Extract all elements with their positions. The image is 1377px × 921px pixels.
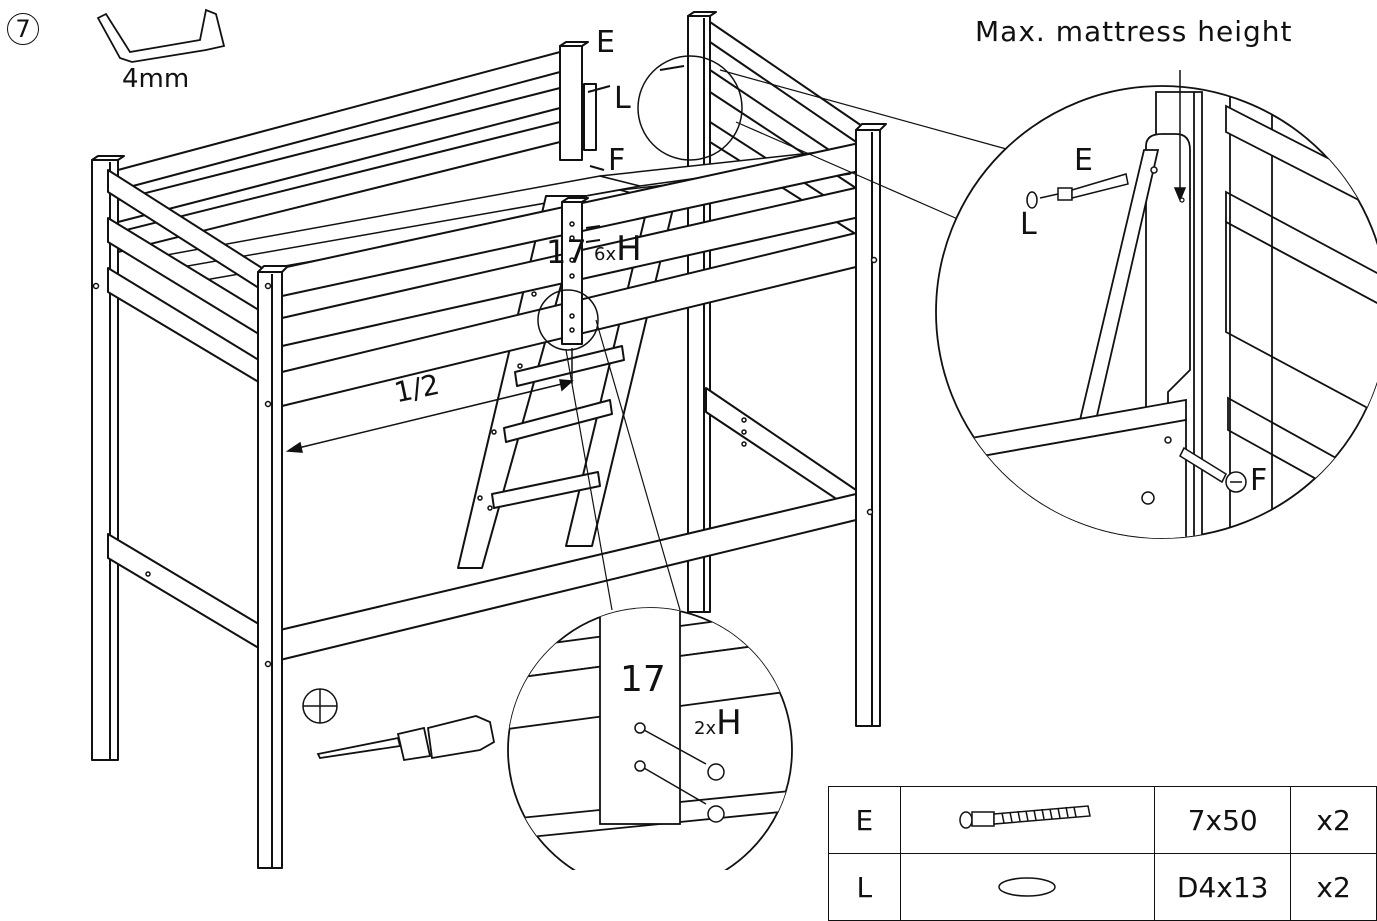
detail-circle-right	[935, 70, 1377, 539]
qty-prefix-6x: 6x	[594, 244, 617, 265]
back-right-post	[687, 11, 717, 613]
label-17-main: 17	[546, 233, 587, 271]
qty-letter-H-detail: H	[716, 703, 742, 743]
top-bracket	[583, 83, 597, 151]
part-size-cell: D4x13	[1154, 853, 1292, 921]
hex-key-icon	[96, 8, 226, 63]
phillips-head-symbol-icon	[302, 688, 338, 724]
part-letter-cell: L	[828, 853, 901, 921]
parts-table: E 7x50 x2 L D4x	[828, 786, 1377, 921]
part-17-bracket	[561, 197, 589, 345]
screw-holes	[92, 221, 878, 668]
label-F-main: F	[608, 143, 626, 178]
qty-letter-H: H	[616, 229, 642, 269]
half-dimension-arrow	[285, 348, 574, 453]
label-L-main: L	[614, 81, 631, 116]
part-icon-cell	[899, 853, 1156, 921]
qty-prefix-2x: 2x	[694, 718, 717, 739]
cap-cover-icon	[998, 876, 1057, 897]
max-mattress-height-label: Max. mattress height	[975, 15, 1293, 48]
hex-key-size-label: 4mm	[122, 64, 190, 94]
callout-circles	[537, 55, 743, 351]
part-letter-cell: E	[828, 786, 901, 854]
bed-drawing	[91, 8, 1377, 870]
label-6xH: 6xH	[594, 232, 642, 266]
label-2xH: 2xH	[694, 706, 742, 740]
assembly-diagram: 7 4mm E L F 17 6xH 1/2 Max. mattress hei…	[7, 8, 1377, 921]
label-E-main: E	[596, 25, 615, 60]
table-row: E 7x50 x2	[828, 786, 1377, 854]
left-side-rails	[107, 169, 263, 651]
phillips-screwdriver-icon	[316, 715, 496, 762]
small-screws	[585, 65, 685, 243]
table-row: L D4x13 x2	[828, 853, 1377, 921]
label-F-detail: F	[1250, 463, 1268, 498]
label-17-detail: 17	[620, 659, 666, 700]
front-left-main-post	[257, 265, 289, 869]
part-icon-cell	[899, 786, 1156, 854]
step-number-badge: 7	[7, 13, 39, 45]
detail-circle-bottom	[507, 607, 793, 870]
part-qty-cell: x2	[1290, 853, 1377, 921]
part-size-cell: 7x50	[1154, 786, 1292, 854]
front-right-post	[855, 123, 887, 727]
leader-lines	[565, 69, 1011, 611]
front-left-post	[91, 155, 125, 761]
label-E-detail: E	[1074, 143, 1093, 178]
screw-with-plug-icon	[959, 804, 1092, 829]
part-qty-cell: x2	[1290, 786, 1377, 854]
label-L-detail: L	[1020, 207, 1037, 242]
